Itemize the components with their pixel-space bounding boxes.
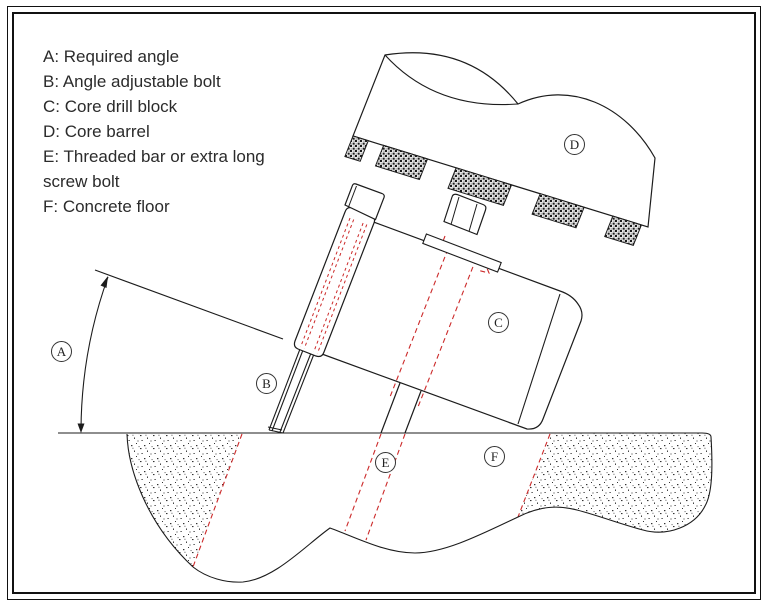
threaded-bar-hidden-below-floor [344,433,406,541]
concrete-left-section [126,433,243,568]
legend-item-a: A: Required angle [43,47,180,66]
legend-item-f: F: Concrete floor [43,197,170,216]
outer-border [7,6,761,600]
part-label-c: C [488,312,509,333]
inner-border [12,12,756,594]
part-label-b: B [256,373,277,394]
legend-item-c: C: Core drill block [43,97,178,116]
threaded-bar [380,193,502,434]
part-label-d: D [564,134,585,155]
legend-item-d: D: Core barrel [43,122,150,141]
part-label-a: A [51,341,72,362]
angle-adjustable-bolt [267,183,385,434]
legend-item-b: B: Angle adjustable bolt [43,72,221,91]
part-label-f: F [484,446,505,467]
core-barrel [344,52,656,247]
angle-reference [77,269,284,433]
part-label-e: E [375,452,396,473]
legend-item-e: E: Threaded bar or extra long screw bolt [43,147,265,191]
legend: A: Required angle B: Angle adjustable bo… [43,44,295,219]
concrete-break-line [192,432,713,583]
